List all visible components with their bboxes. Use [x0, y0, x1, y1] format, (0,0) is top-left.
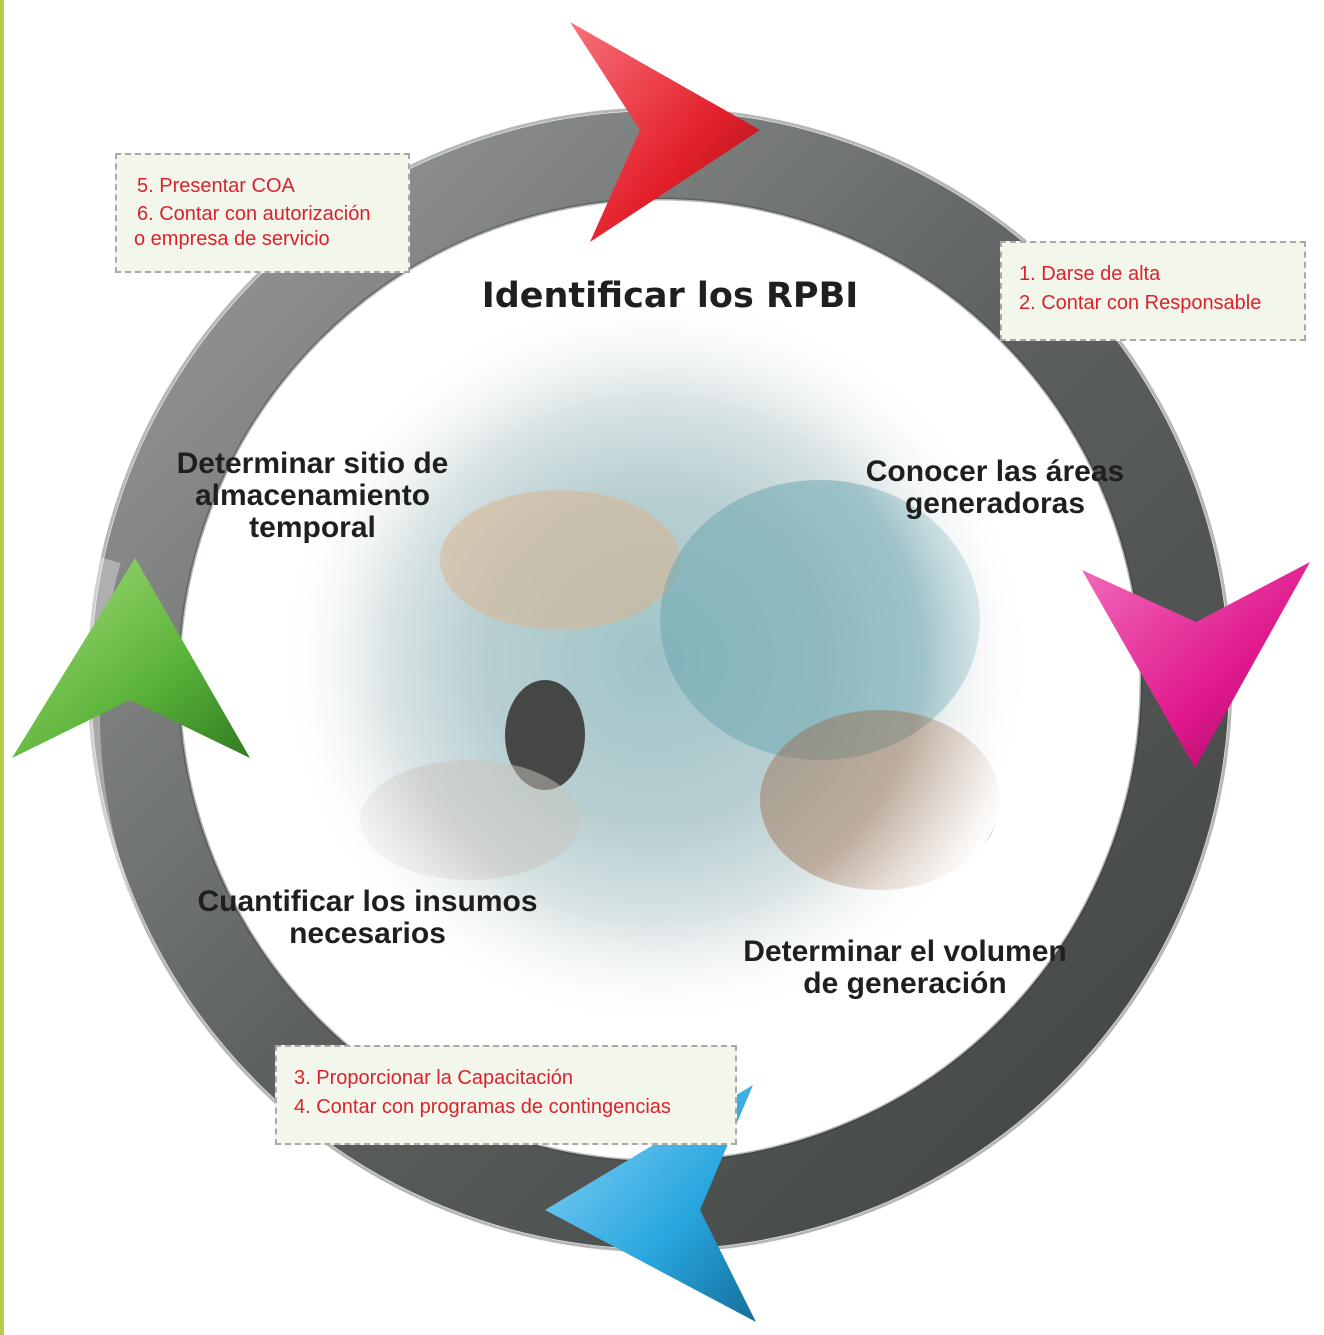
arrow-red-icon	[570, 22, 760, 242]
diagram-title: Identificar los RPBI	[481, 276, 859, 316]
note-item: 4. Contar con programas de contingencias	[294, 1096, 671, 1118]
note-item: 2. Contar con Responsable	[1019, 292, 1262, 314]
arrow-green-icon	[12, 558, 250, 758]
note-item: 1. Darse de alta	[1019, 263, 1161, 285]
note-bottom: 3. Proporcionar la Capacitación 4. Conta…	[275, 1045, 737, 1145]
note-item: 6. Contar con autorización	[137, 203, 371, 225]
step-determinar-sitio: Determinar sitio de almacenamiento tempo…	[176, 447, 449, 545]
note-item: 5. Presentar COA	[137, 175, 295, 197]
center-photo	[275, 290, 1035, 1030]
step-determinar-volumen: Determinar el volumen de generación	[743, 935, 1067, 1001]
step-conocer-areas: Conocer las áreas generadoras	[865, 455, 1125, 521]
note-item: 3. Proporcionar la Capacitación	[294, 1067, 574, 1089]
arrow-magenta-icon	[1082, 562, 1310, 768]
note-top-right: 1. Darse de alta 2. Contar con Responsab…	[1000, 241, 1306, 341]
note-item: o empresa de servicio	[134, 228, 330, 250]
left-accent-rule	[0, 0, 4, 1335]
step-cuantificar-insumos: Cuantificar los insumos necesarios	[197, 885, 538, 951]
note-top-left: 5. Presentar COA 6. Contar con autorizac…	[115, 153, 410, 273]
